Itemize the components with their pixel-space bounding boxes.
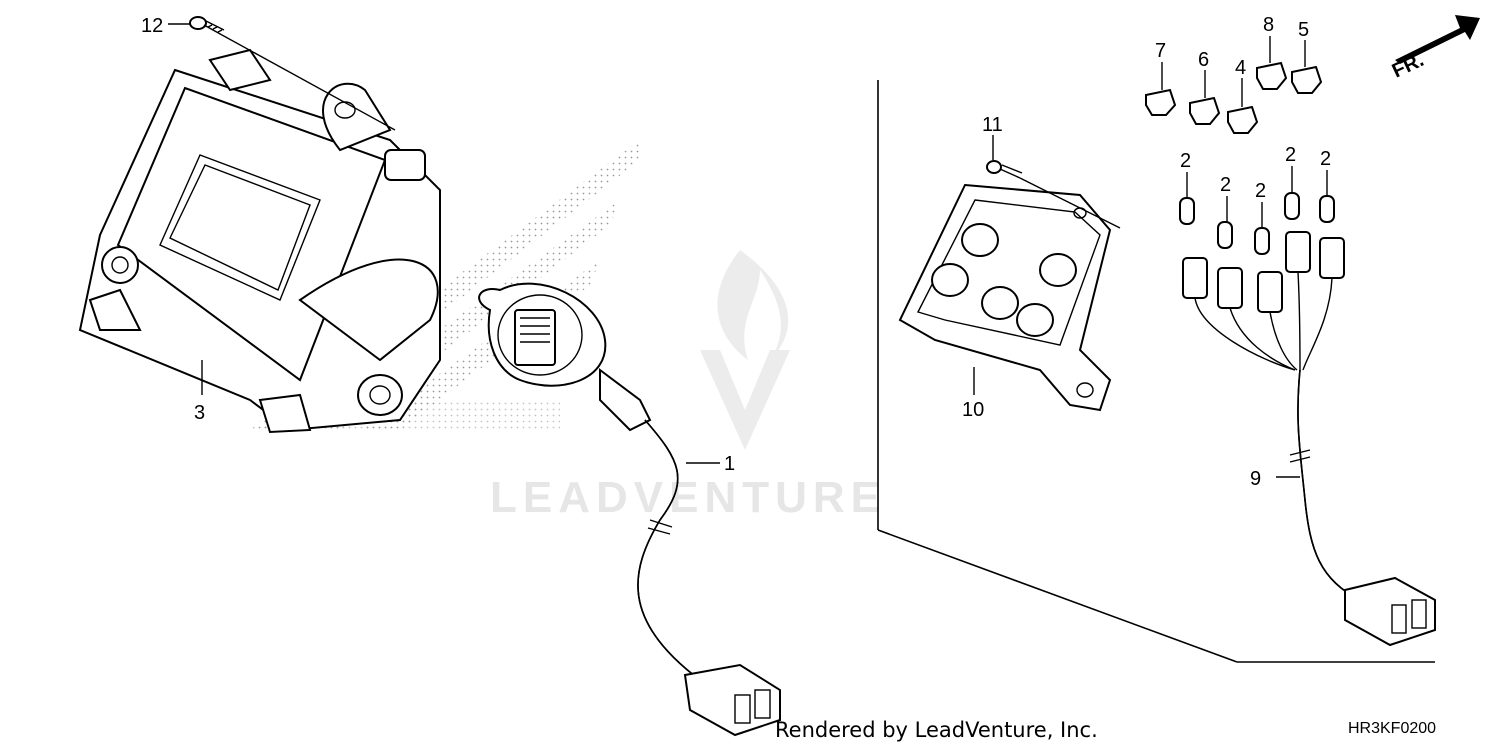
leadventure-logo-watermark: LEADVENTURE — [490, 250, 886, 522]
bulb — [1179, 197, 1195, 225]
callout-labels: 12 3 1 10 9 11 7 6 4 8 5 2 2 2 2 2 — [141, 14, 1331, 490]
callout-10: 10 — [962, 399, 984, 421]
callout-6: 6 — [1198, 49, 1209, 71]
bulb — [1254, 227, 1270, 255]
callout-8: 8 — [1263, 14, 1274, 36]
socket-5 — [1291, 65, 1323, 94]
callout-7: 7 — [1155, 40, 1166, 62]
inset-frame — [877, 80, 1435, 663]
screw-11 — [986, 160, 1121, 229]
bulb-sockets — [1145, 61, 1323, 134]
harness-9 — [1182, 231, 1436, 647]
fr-label: FR. — [1389, 49, 1427, 83]
callout-5: 5 — [1298, 19, 1309, 41]
leader-lines — [168, 23, 1328, 478]
watermark-text: LEADVENTURE — [490, 473, 886, 522]
bulb — [1319, 195, 1335, 223]
callout-4: 4 — [1235, 57, 1246, 79]
callout-2: 2 — [1180, 150, 1191, 172]
callout-2: 2 — [1255, 180, 1266, 202]
screw-12 — [189, 16, 396, 131]
callout-12: 12 — [141, 15, 163, 37]
rendered-by-credit: Rendered by LeadVenture, Inc. — [775, 718, 1098, 742]
socket-8 — [1256, 61, 1288, 90]
callout-2: 2 — [1320, 148, 1331, 170]
callout-11: 11 — [982, 114, 1003, 136]
indicator-panel-10 — [898, 183, 1112, 412]
sub-harness-1 — [478, 282, 781, 737]
socket-6 — [1189, 96, 1221, 125]
bulbs-2 — [1179, 192, 1335, 255]
callout-2: 2 — [1220, 174, 1231, 196]
callout-1: 1 — [724, 453, 735, 475]
bulb — [1217, 221, 1233, 249]
callout-2: 2 — [1285, 144, 1296, 166]
figure-code: HR3KF0200 — [1348, 720, 1437, 737]
socket-7 — [1145, 88, 1177, 116]
bulb — [1284, 192, 1300, 220]
meter-assembly — [78, 48, 441, 434]
front-direction-arrow: FR. — [1389, 15, 1480, 83]
callout-9: 9 — [1250, 468, 1261, 490]
callout-3: 3 — [194, 402, 205, 424]
socket-4 — [1227, 105, 1259, 134]
